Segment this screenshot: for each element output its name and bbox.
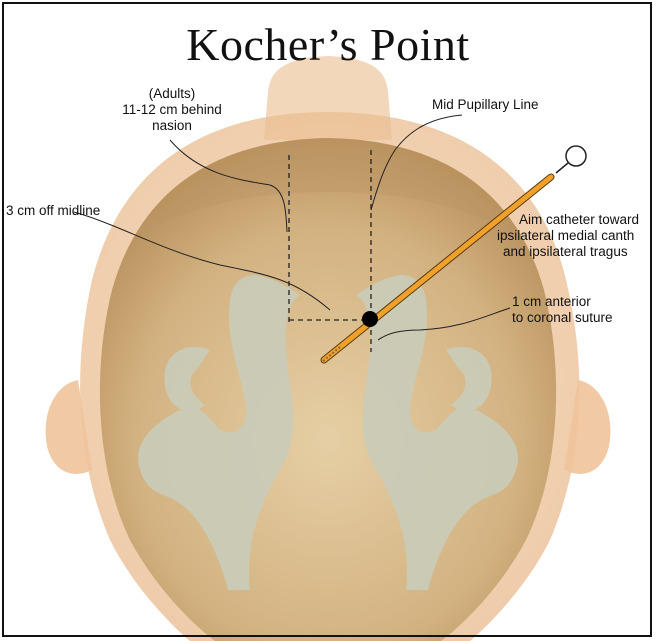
label-anterior-line2: to coronal suture bbox=[512, 310, 613, 326]
label-adults: (Adults) 11-12 cm behind nasion bbox=[112, 86, 232, 134]
label-adults-line1: (Adults) bbox=[112, 86, 232, 102]
entry-point bbox=[362, 311, 378, 327]
diagram-title: Kocher’s Point bbox=[0, 18, 656, 71]
label-adults-line3: nasion bbox=[112, 118, 232, 134]
label-adults-line2: 11-12 cm behind bbox=[112, 102, 232, 118]
label-aim-line3: and ipsilateral tragus bbox=[503, 244, 639, 260]
label-aim-line2: ipsilateral medial canth bbox=[497, 228, 639, 244]
label-anterior: 1 cm anterior to coronal suture bbox=[512, 294, 613, 326]
label-aim: Aim catheter toward ipsilateral medial c… bbox=[517, 212, 639, 260]
label-mid-pupillary: Mid Pupillary Line bbox=[432, 97, 539, 113]
label-anterior-line1: 1 cm anterior bbox=[512, 294, 613, 310]
label-off-midline: 3 cm off midline bbox=[6, 203, 100, 219]
label-aim-line1: Aim catheter toward bbox=[517, 212, 639, 228]
